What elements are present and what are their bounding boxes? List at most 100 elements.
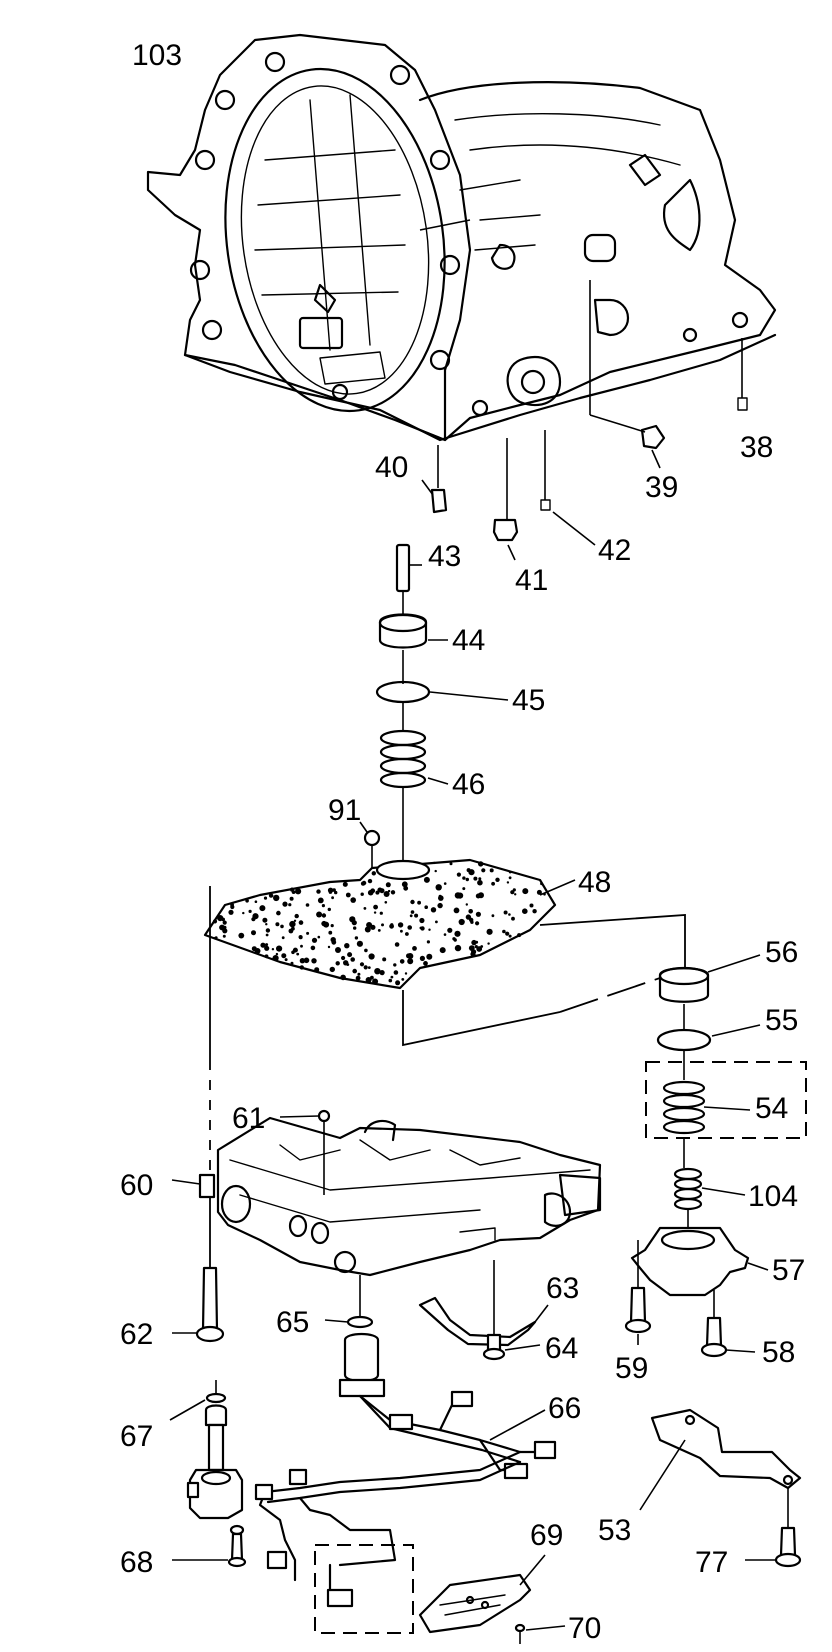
plate-hole xyxy=(449,862,453,866)
plate-hole xyxy=(367,966,371,969)
connector-41 xyxy=(492,518,519,542)
plate-hole xyxy=(214,936,218,939)
plate-hole xyxy=(248,909,252,914)
plate-hole xyxy=(410,899,415,905)
plate-hole xyxy=(217,915,224,922)
plate-hole xyxy=(282,901,288,907)
plate-hole xyxy=(491,881,495,886)
plate-hole xyxy=(462,887,466,891)
plate-hole xyxy=(532,909,537,914)
valve-body xyxy=(216,1116,602,1277)
plate-hole xyxy=(265,943,269,947)
callout-40: 40 xyxy=(375,451,408,484)
plate-hole xyxy=(401,881,408,888)
plate-hole xyxy=(522,888,529,895)
plate-hole xyxy=(299,958,306,964)
callout-45: 45 xyxy=(512,684,545,717)
sensor-69 xyxy=(418,1573,532,1634)
callout-70: 70 xyxy=(568,1612,601,1645)
plate-hole xyxy=(329,966,335,973)
plate-hole xyxy=(470,951,476,957)
plate-hole xyxy=(423,961,428,966)
plug-42 xyxy=(540,499,551,511)
plate-hole xyxy=(276,945,283,952)
plate-hole xyxy=(382,957,387,962)
plate-hole xyxy=(222,934,226,938)
plate-hole xyxy=(390,890,396,895)
plate-hole xyxy=(486,928,493,935)
plate-hole xyxy=(228,909,234,915)
plate-hole xyxy=(316,889,321,894)
plate-hole xyxy=(478,861,484,867)
plate-hole xyxy=(480,945,484,948)
plate-hole xyxy=(349,916,356,923)
plate-hole xyxy=(334,890,338,895)
plate-hole xyxy=(356,940,363,947)
plate-hole xyxy=(458,918,465,926)
plate-hole xyxy=(317,935,321,939)
plate-hole xyxy=(294,913,299,919)
callout-61: 61 xyxy=(232,1102,265,1135)
ball-61 xyxy=(317,1109,331,1123)
plate-hole xyxy=(439,947,446,954)
bolt-77 xyxy=(774,1526,802,1568)
plate-hole xyxy=(379,911,383,915)
plate-hole xyxy=(511,916,515,921)
plate-hole xyxy=(401,978,405,981)
callout-53: 53 xyxy=(598,1514,631,1547)
callout-59: 59 xyxy=(615,1352,648,1385)
bolt-64 xyxy=(482,1333,506,1361)
plate-hole xyxy=(393,970,399,975)
plate-hole xyxy=(323,921,330,928)
plate-hole xyxy=(275,952,279,956)
plate-hole xyxy=(390,975,394,979)
callout-55: 55 xyxy=(765,1004,798,1037)
housing-57 xyxy=(630,1226,750,1297)
plate-hole xyxy=(517,933,522,938)
plate-hole xyxy=(536,889,542,895)
plate-hole xyxy=(341,955,346,961)
plate-hole xyxy=(481,868,486,873)
callout-65: 65 xyxy=(276,1306,309,1339)
plate-hole xyxy=(407,925,413,930)
callout-66: 66 xyxy=(548,1392,581,1425)
callout-42: 42 xyxy=(598,534,631,567)
plate-hole xyxy=(410,910,415,914)
plate-hole xyxy=(437,902,443,909)
plate-hole xyxy=(454,892,462,899)
callout-56: 56 xyxy=(765,936,798,969)
plate-hole xyxy=(424,905,429,909)
plate-hole xyxy=(435,920,438,924)
plate-hole xyxy=(290,961,294,965)
plate-hole xyxy=(400,929,403,933)
plate-hole xyxy=(426,940,430,944)
plate-hole xyxy=(370,975,374,980)
plate-hole xyxy=(298,920,304,925)
plate-hole xyxy=(453,907,460,914)
plate-hole xyxy=(476,946,483,952)
callout-91: 91 xyxy=(328,794,361,827)
plate-hole xyxy=(477,879,483,886)
plate-hole xyxy=(251,946,257,952)
plate-hole xyxy=(435,884,442,891)
plate-hole xyxy=(506,881,510,884)
plate-hole xyxy=(373,911,377,914)
plate-hole xyxy=(264,945,270,951)
plate-hole xyxy=(508,934,512,938)
plate-hole xyxy=(508,870,512,874)
plate-hole xyxy=(335,947,341,953)
plate-hole xyxy=(390,923,394,927)
plate-hole xyxy=(251,917,256,922)
plate-hole xyxy=(264,954,269,959)
plate-hole xyxy=(368,953,375,960)
fitting-39 xyxy=(640,424,666,450)
transmission-case xyxy=(146,33,777,442)
plate-hole xyxy=(288,903,292,907)
plate-hole xyxy=(379,970,385,976)
plate-hole xyxy=(272,955,279,962)
plate-hole xyxy=(478,892,484,899)
plate-hole xyxy=(299,936,303,940)
plate-hole xyxy=(296,952,300,956)
plate-hole xyxy=(452,937,456,941)
pin-43 xyxy=(395,543,411,593)
